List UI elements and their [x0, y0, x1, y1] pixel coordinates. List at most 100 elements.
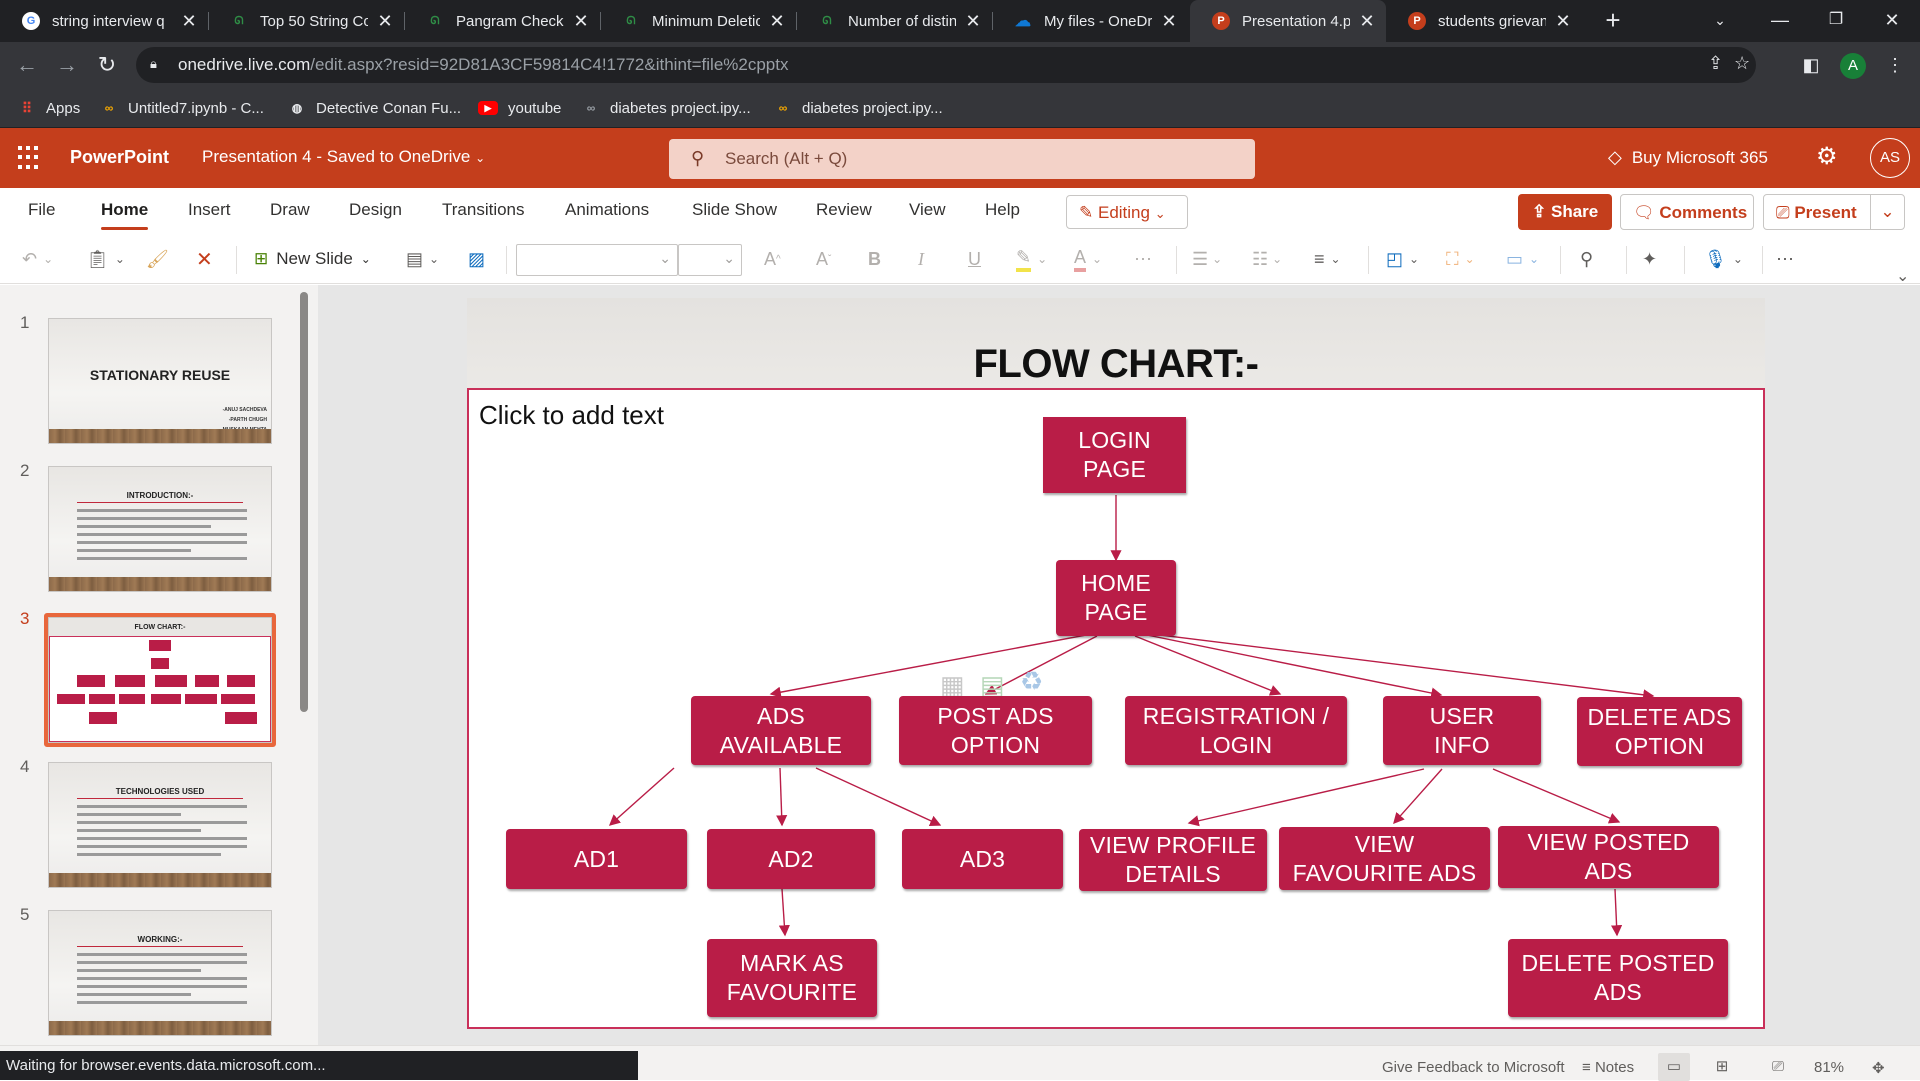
browser-profile-avatar[interactable]: A	[1840, 53, 1866, 79]
restore-icon[interactable]: ❐	[1828, 11, 1844, 28]
browser-tab-active[interactable]: P Presentation 4.pp ✕	[1190, 0, 1386, 42]
slide-thumbnail-1[interactable]: STATIONARY REUSE -ANUJ SACHDEVA -PARTH C…	[48, 318, 272, 444]
tab-insert[interactable]: Insert	[188, 200, 231, 219]
settings-gear-icon[interactable]: ⚙	[1816, 143, 1838, 170]
browser-tab[interactable]: G string interview q ✕	[0, 0, 208, 42]
slide-thumbnail-4[interactable]: TECHNOLOGIES USED	[48, 762, 272, 888]
slide-sorter-icon[interactable]: ⊞	[1715, 1058, 1729, 1075]
browser-tab[interactable]: ᘏ Pangram Checkin ✕	[404, 0, 600, 42]
minimize-icon[interactable]: —	[1771, 10, 1789, 30]
highlight-icon[interactable]: ✎⌄	[1016, 246, 1047, 272]
document-title[interactable]: Presentation 4 - Saved to OneDrive ⌄	[202, 147, 486, 166]
tab-view[interactable]: View	[909, 200, 946, 219]
user-avatar[interactable]: AS	[1870, 138, 1910, 178]
tab-help[interactable]: Help	[985, 200, 1020, 219]
bookmark-colab[interactable]: ∞ Untitled7.ipynb - C...	[100, 96, 264, 120]
share-page-icon[interactable]: ⇪	[1708, 53, 1724, 73]
underline-icon[interactable]: U	[968, 248, 981, 269]
font-color-icon[interactable]: A⌄	[1074, 246, 1102, 272]
bookmark-diabetes-1[interactable]: ∞ diabetes project.ipy...	[582, 96, 751, 120]
font-name-select[interactable]: ⌄	[516, 244, 678, 276]
collapse-ribbon-chevron-icon[interactable]: ⌄	[1896, 268, 1910, 285]
close-tab-icon[interactable]: ✕	[377, 10, 393, 31]
buy-microsoft-365-link[interactable]: ◇ Buy Microsoft 365	[1608, 147, 1768, 168]
tab-slide-show[interactable]: Slide Show	[692, 200, 778, 219]
editing-mode-dropdown[interactable]: ✎ Editing ⌄	[1066, 195, 1188, 229]
bullets-icon[interactable]: ☰⌄	[1192, 248, 1223, 269]
layout-icon[interactable]: ▤⌄	[406, 248, 440, 269]
insert-smartart-icon[interactable]: ♻	[1020, 666, 1044, 696]
notes-toggle[interactable]: ≡ Notes	[1582, 1059, 1634, 1076]
reload-icon[interactable]: ↻	[97, 52, 117, 77]
insert-table-icon[interactable]: ▦	[940, 670, 965, 700]
bookmark-star-icon[interactable]: ☆	[1734, 53, 1751, 73]
shape-fill-icon[interactable]: ⛶⌄	[1446, 248, 1475, 269]
background-image-icon[interactable]: ▨	[468, 248, 486, 269]
slide-title[interactable]: FLOW CHART:-	[973, 342, 1259, 386]
reading-view-icon[interactable]: ⎚	[1771, 1058, 1784, 1075]
app-launcher-waffle-icon[interactable]	[18, 146, 42, 170]
find-search-icon[interactable]: ⚲	[1580, 248, 1594, 269]
normal-view-icon[interactable]: ▭	[1658, 1053, 1690, 1081]
node-ad1[interactable]: AD1	[506, 829, 687, 889]
dictate-microphone-icon[interactable]: 🎙︎⌄	[1704, 248, 1743, 269]
paste-clipboard-icon[interactable]: 📋︎⌄	[86, 248, 125, 269]
bookmark-youtube[interactable]: ▶ youtube	[478, 96, 561, 120]
browser-tab[interactable]: ᘏ Top 50 String Cod ✕	[208, 0, 404, 42]
delete-x-icon[interactable]: ✕	[196, 248, 213, 271]
tab-animations[interactable]: Animations	[565, 200, 650, 219]
increase-font-size-icon[interactable]: A^	[764, 248, 781, 269]
share-button[interactable]: ⇪ Share	[1518, 194, 1612, 230]
close-tab-icon[interactable]: ✕	[965, 10, 981, 31]
new-tab-plus-icon[interactable]: +	[1605, 5, 1621, 35]
italic-icon[interactable]: I	[918, 248, 924, 269]
more-font-options-icon[interactable]: ⋯	[1134, 248, 1152, 269]
more-options-icon[interactable]: ⋯	[1776, 248, 1794, 269]
browser-tab[interactable]: ᘏ Number of distin ✕	[796, 0, 992, 42]
close-tab-icon[interactable]: ✕	[573, 10, 589, 31]
bookmark-apps[interactable]: ⠿ Apps	[18, 96, 80, 120]
url-bar[interactable]: 🔒︎ onedrive.live.com/edit.aspx?resid=92D…	[136, 47, 1756, 83]
shape-outline-icon[interactable]: ▭⌄	[1506, 248, 1540, 269]
node-registration-login[interactable]: REGISTRATION /LOGIN	[1125, 696, 1347, 765]
node-ad2[interactable]: AD2	[707, 829, 875, 889]
numbering-icon[interactable]: ☷⌄	[1252, 248, 1283, 269]
tab-review[interactable]: Review	[816, 200, 872, 219]
comments-button[interactable]: 🗨︎ Comments	[1620, 194, 1754, 230]
thumbnail-scrollbar[interactable]	[300, 292, 308, 712]
tab-home[interactable]: Home	[101, 200, 149, 230]
current-slide[interactable]: FLOW CHART:- Click to add text ▦ ▤	[467, 298, 1765, 1029]
designer-wand-icon[interactable]: ✦	[1642, 248, 1658, 269]
browser-tab[interactable]: ᘏ Minimum Deletio ✕	[600, 0, 796, 42]
undo-icon[interactable]: ↶⌄	[22, 248, 54, 269]
close-tab-icon[interactable]: ✕	[1161, 10, 1177, 31]
tab-search-chevron-icon[interactable]: ⌄	[1714, 12, 1726, 28]
slide-thumbnail-3[interactable]: FLOW CHART:-	[48, 617, 272, 743]
slide-thumbnail-2[interactable]: INTRODUCTION:-	[48, 466, 272, 592]
search-input[interactable]: ⚲ Search (Alt + Q)	[669, 139, 1255, 179]
content-placeholder[interactable]: Click to add text	[467, 388, 1765, 1029]
close-tab-icon[interactable]: ✕	[1555, 10, 1571, 31]
tab-transitions[interactable]: Transitions	[442, 200, 525, 219]
side-panel-icon[interactable]: ◧	[1802, 55, 1820, 75]
browser-menu-icon[interactable]: ⋮	[1886, 55, 1904, 75]
browser-tab[interactable]: ☁ My files - OneDriv ✕	[992, 0, 1188, 42]
zoom-level[interactable]: 81%	[1814, 1059, 1845, 1076]
node-ad3[interactable]: AD3	[902, 829, 1063, 889]
present-button[interactable]: ⎚ Present⌄	[1763, 194, 1905, 230]
bookmark-detective-conan[interactable]: ◍ Detective Conan Fu...	[288, 96, 461, 120]
browser-tab[interactable]: P students grievanc ✕	[1386, 0, 1582, 42]
tab-design[interactable]: Design	[349, 200, 402, 219]
app-name[interactable]: PowerPoint	[70, 147, 170, 167]
